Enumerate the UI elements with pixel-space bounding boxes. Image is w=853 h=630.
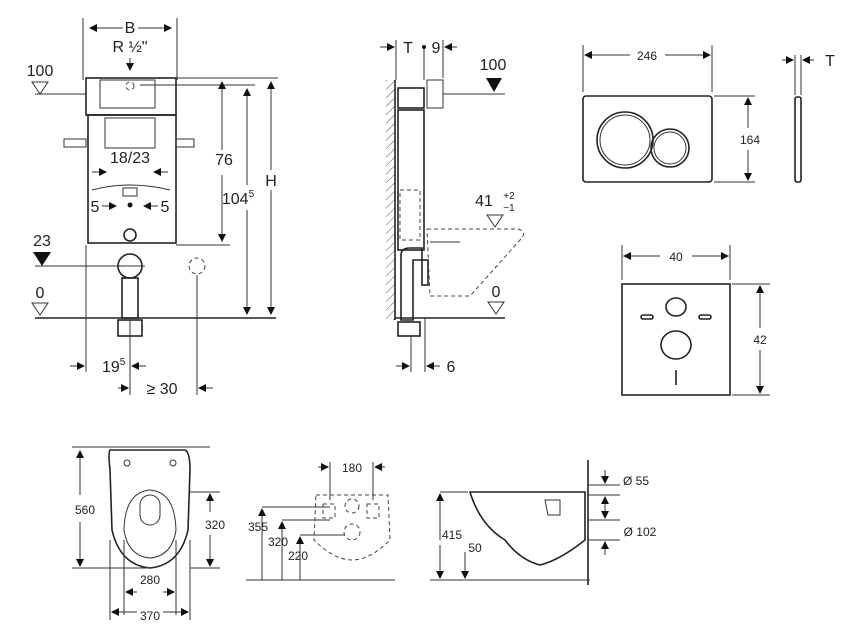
dim-220-label: 220 — [288, 549, 308, 563]
inner-width-label: 18/23 — [110, 150, 150, 167]
pad-height-label: 42 — [753, 333, 767, 347]
plate-side — [794, 96, 802, 183]
dim-9-label: 9 — [432, 40, 441, 57]
inlet-diameter-label: Ø 55 — [623, 474, 649, 488]
plate-height-label: 164 — [740, 133, 760, 147]
level-0-side-label: 0 — [492, 284, 501, 301]
back-width-label: 180 — [342, 461, 362, 475]
sound-pad — [621, 283, 731, 396]
level-100-side-label: 100 — [480, 57, 507, 74]
bowl-height-label: 415 — [442, 528, 462, 542]
dim-76-label: 76 — [215, 152, 233, 169]
plate-width-label: 246 — [637, 49, 657, 63]
sound-pad-view: 40 42 — [621, 245, 770, 396]
dim-50-label: 50 — [468, 541, 482, 555]
level-23-label: 23 — [33, 233, 51, 250]
frame-body — [87, 114, 177, 244]
frame-front-view: B R ½" 18/23 5 5 100 23 0 — [27, 18, 278, 398]
dim-19-label: 195 — [102, 357, 126, 376]
tol-minus: −1 — [503, 203, 515, 214]
dim-355-label: 355 — [248, 520, 268, 534]
bowl-side-outline — [468, 491, 586, 566]
outer-width-label: 370 — [140, 609, 160, 623]
dim-min30-label: ≥ 30 — [146, 381, 177, 398]
flush-plate-view: 246 164 T — [582, 45, 835, 183]
dim-320-back-label: 320 — [268, 535, 288, 549]
pad-width-label: 40 — [669, 250, 683, 264]
level-0-label: 0 — [36, 285, 45, 302]
height-h-label: H — [265, 173, 277, 190]
inner-width-label: 280 — [140, 573, 160, 587]
plate-depth-label: T — [825, 53, 835, 70]
tol-plus: +2 — [503, 191, 515, 202]
bowl-side-view: 415 50 Ø 55 Ø 102 — [430, 460, 657, 585]
bowl-back-view: 180 355 320 220 — [246, 461, 395, 581]
bowl-outline — [108, 449, 191, 569]
bowl-length-label: 560 — [75, 503, 95, 517]
level-100-label: 100 — [27, 63, 54, 80]
offset-right-label: 5 — [161, 199, 170, 216]
dim-6-label: 6 — [447, 359, 456, 376]
dim-104-label: 1045 — [222, 189, 255, 208]
depth-t-label: T — [403, 40, 413, 57]
seat-height-label: 41 — [475, 193, 493, 210]
toilet-outline — [426, 228, 524, 297]
dim-320-top-label: 320 — [205, 518, 225, 532]
width-b-label: B — [125, 20, 136, 37]
frame-side-view: T 9 100 41 +2 −1 0 6 — [380, 40, 524, 376]
outlet-diameter-label: Ø 102 — [624, 525, 657, 539]
flush-plate — [582, 95, 713, 183]
offset-left-label: 5 — [91, 199, 100, 216]
bowl-top-view: 560 320 280 370 — [72, 446, 225, 623]
connection-label: R ½" — [112, 39, 147, 56]
back-outline — [313, 494, 391, 561]
